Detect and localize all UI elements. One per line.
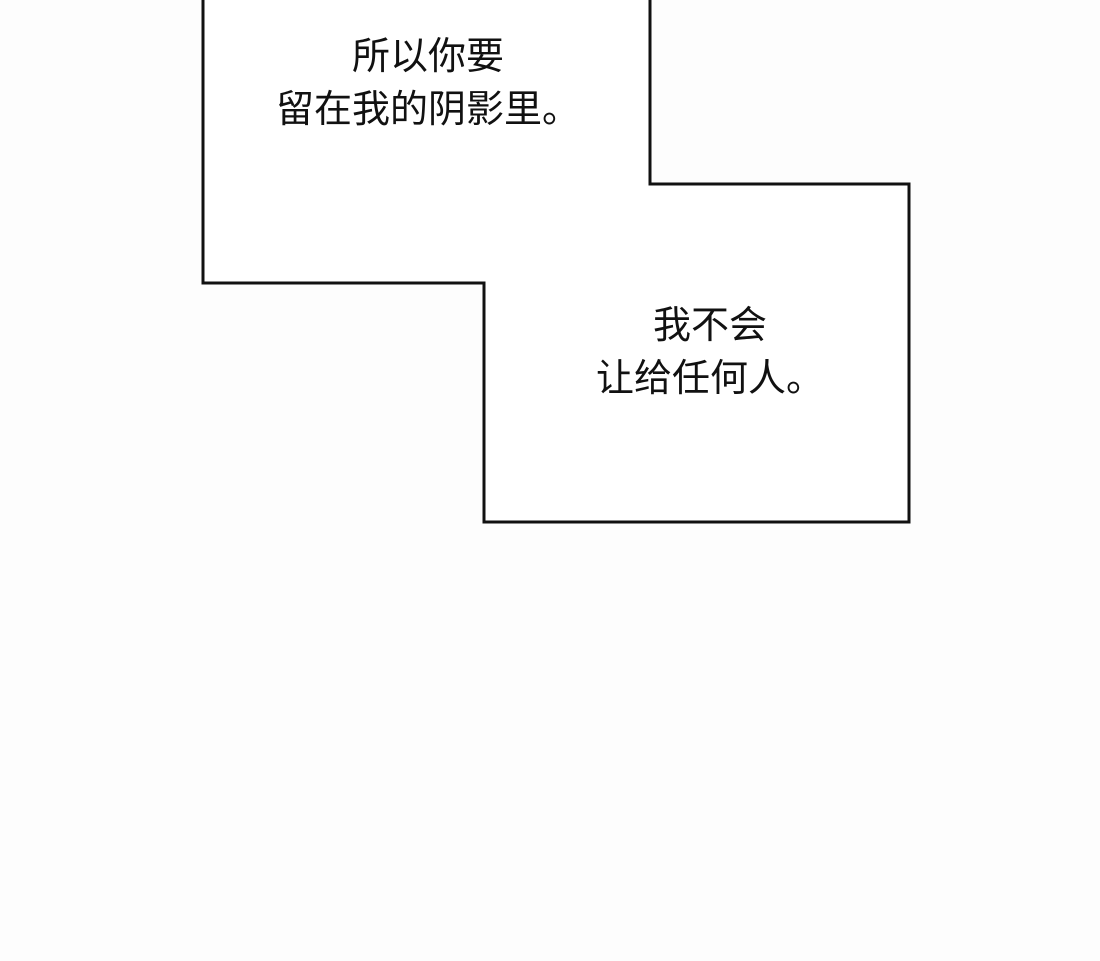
narration-caption-1: 所以你要 留在我的阴影里。 bbox=[228, 30, 628, 136]
narration-caption-2: 我不会 让给任何人。 bbox=[510, 299, 910, 405]
speech-panel-border bbox=[201, 0, 911, 524]
caption-line: 我不会 bbox=[652, 303, 767, 347]
caption-line: 让给任何人。 bbox=[595, 356, 824, 400]
caption-line: 所以你要 bbox=[351, 34, 504, 78]
caption-line: 留在我的阴影里。 bbox=[275, 87, 580, 131]
